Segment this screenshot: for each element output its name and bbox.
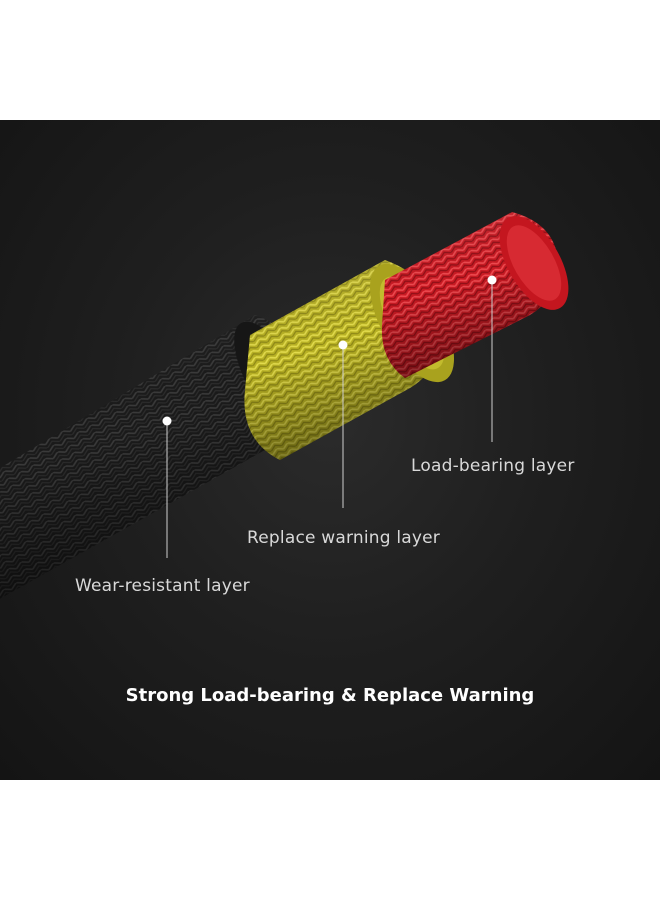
load-bearing-marker-dot (487, 275, 497, 285)
product-image-panel: Load-bearing layer Replace warning layer… (0, 120, 660, 780)
load-bearing-label: Load-bearing layer (411, 456, 575, 476)
headline: Strong Load-bearing & Replace Warning (125, 685, 535, 706)
replace-warning-marker-dot (338, 340, 348, 350)
wear-resistant-label: Wear-resistant layer (75, 576, 250, 596)
rope-cross-section-illustration (0, 212, 569, 599)
callout-pointers (162, 275, 497, 558)
wear-resistant-marker-dot (162, 416, 172, 426)
replace-warning-label: Replace warning layer (247, 528, 440, 548)
load-bearing-layer (381, 212, 569, 378)
